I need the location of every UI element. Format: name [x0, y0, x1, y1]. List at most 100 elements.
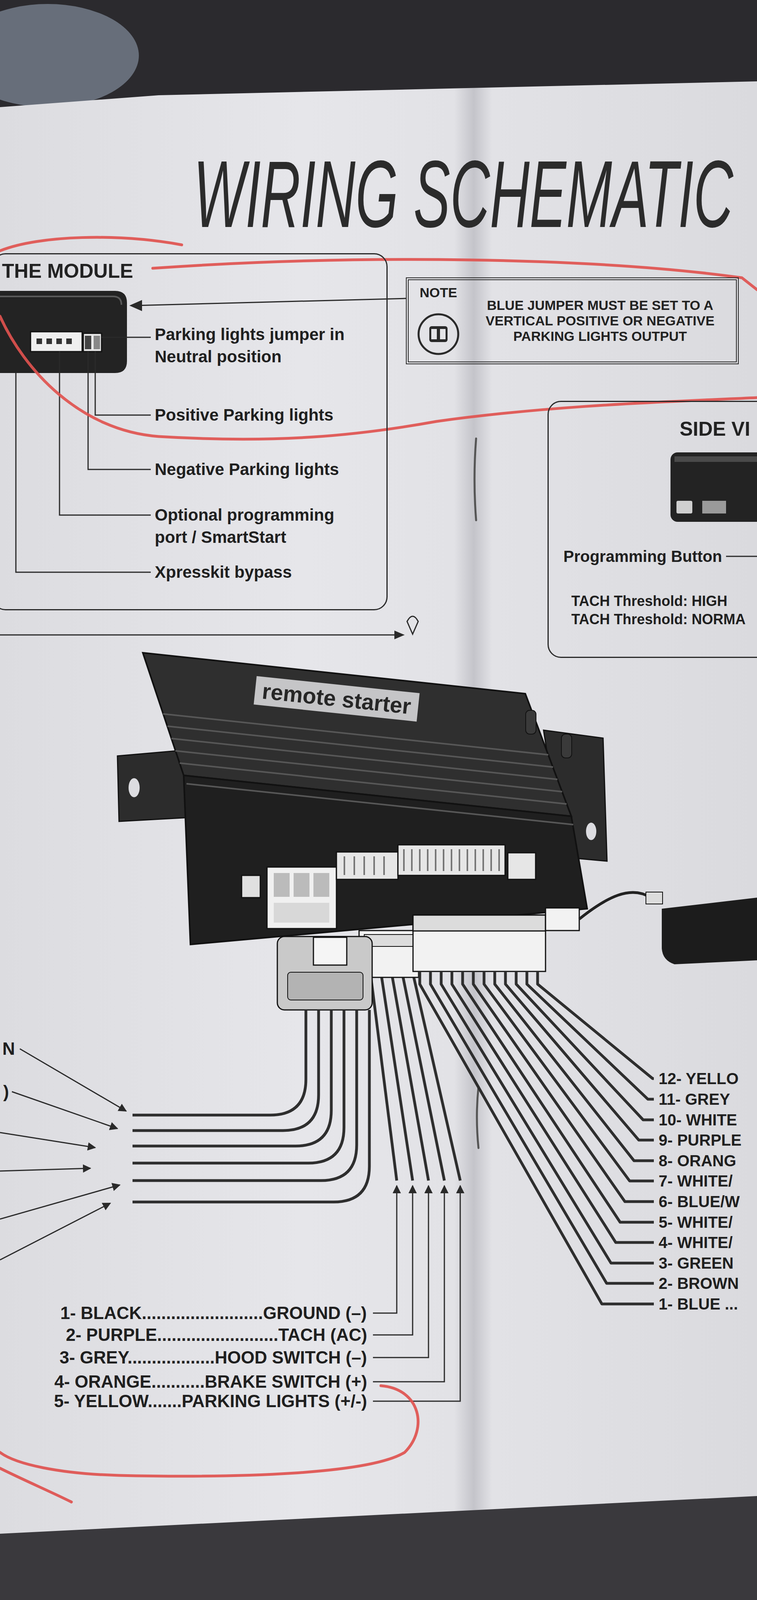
node-heading: THE MODULE: [1, 259, 387, 283]
remote-starter-module: [344, 856, 385, 875]
remote-starter-module: [267, 866, 337, 929]
connector-plug: [413, 914, 546, 972]
pointer-arrow: [0, 1168, 91, 1171]
red-marker-annotation: [0, 1467, 72, 1502]
module-top-view: [0, 290, 127, 373]
label-slot: Parking lights jumper in Neutral positio…: [154, 323, 369, 368]
connector-plug: [277, 936, 373, 1010]
wire: [494, 971, 654, 1161]
node-heading: NOTE: [408, 284, 469, 301]
remote-starter-module: [586, 822, 597, 840]
module-side-view: [676, 500, 693, 514]
note-jumper-icon: [418, 314, 459, 354]
note-heading-column: NOTE: [408, 280, 469, 362]
wire: [370, 977, 397, 1181]
remote-starter-module: [525, 710, 537, 734]
wire-function-label: 5- YELLOW.......PARKING LIGHTS (+/-): [53, 1391, 367, 1412]
leader-line: [134, 298, 406, 306]
module-top-view: [83, 333, 102, 352]
pointer-arrow: [372, 1185, 461, 1401]
note-jumper-icon: [418, 314, 459, 354]
label-slot: 1- BLACK.........................GROUND …: [60, 1302, 367, 1324]
label-slot: 10- WHITE: [658, 1110, 738, 1129]
wire: [132, 1009, 357, 1181]
module-top-view: [46, 338, 52, 344]
label-slot: 1- BLUE ...: [658, 1294, 738, 1313]
note-jumper-icon: [431, 328, 437, 340]
wire: [505, 971, 654, 1140]
label-slot: 3- GREEN: [658, 1253, 734, 1272]
module-top-view: [36, 338, 43, 344]
label-slot: Negative Parking lights: [154, 459, 339, 479]
connector-plug: [413, 891, 757, 972]
pointer-arrow: [0, 1184, 120, 1219]
label-slot: TACH Threshold: HIGH: [571, 592, 728, 610]
module-side-view: [674, 456, 757, 462]
part-label: TACH Threshold: HIGH: [571, 592, 728, 610]
module-side-view: [670, 452, 757, 522]
pointer-arrow: [372, 1185, 429, 1358]
remote-starter-module: [183, 775, 588, 945]
remote-starter-module: [273, 902, 330, 923]
node-body: BLUE JUMPER MUST BE SET TO A VERTICAL PO…: [471, 297, 729, 344]
module-top-view: [93, 335, 100, 350]
pointer-arrow: [372, 1185, 445, 1382]
connector-plug: [277, 930, 419, 1010]
label-slot: 11- GREY: [658, 1089, 731, 1109]
label-slot: TACH Threshold: NORMA: [571, 610, 746, 628]
arrowhead: [129, 299, 405, 640]
module-top-view: [0, 296, 122, 305]
pointer-arrow: [0, 1048, 461, 1401]
remote-starter-module: [561, 733, 572, 758]
label-slot: 4- ORANGE...........BRAKE SWITCH (+): [54, 1371, 367, 1392]
remote-starter-module: [507, 852, 536, 880]
wire: [419, 971, 654, 1304]
wire: [441, 971, 654, 1263]
label-slot: Positive Parking lights: [154, 405, 334, 425]
wire-label: 5- WHITE/: [658, 1212, 733, 1232]
module-top-view: [56, 338, 62, 344]
label-slot: 7- WHITE/: [658, 1171, 733, 1190]
label-slot: 12- YELLO: [658, 1069, 739, 1088]
remote-starter-module: [293, 872, 310, 897]
label-slot: 5- WHITE/: [658, 1212, 733, 1232]
part-label: Xpresskit bypass: [154, 562, 293, 582]
red-marker-annotation: [0, 1385, 419, 1476]
wire-label: 4- WHITE/: [658, 1233, 733, 1252]
label-slot: Xpresskit bypass: [154, 562, 293, 582]
module-top-view: [66, 338, 72, 344]
part-label: ): [3, 1081, 10, 1102]
wire: [370, 977, 461, 1181]
remote-starter-module: [241, 875, 261, 898]
wire-label: 3- GREEN: [658, 1253, 734, 1272]
leader-line: [15, 372, 151, 573]
wire-label: 10- WHITE: [658, 1110, 738, 1129]
wire: [132, 1009, 306, 1115]
label-slot: 6- BLUE/W: [658, 1192, 740, 1211]
remote-starter-module: [179, 762, 567, 804]
remote-starter-module: [128, 778, 140, 798]
module-top-view: [30, 331, 83, 352]
photo-background: [0, 3, 139, 108]
remote-starter-module: [397, 844, 506, 876]
arrowhead: [394, 630, 405, 640]
wire-function-label: 4- ORANGE...........BRAKE SWITCH (+): [54, 1371, 367, 1392]
part-label: Optional programming port / SmartStart: [154, 503, 369, 549]
pointer-arrow: [372, 1185, 413, 1335]
wire-function-label: 3- GREY..................HOOD SWITCH (–): [59, 1347, 367, 1368]
wire-label: 6- BLUE/W: [658, 1192, 740, 1211]
red-marker-annotation: [0, 237, 757, 1502]
remote-starter-module: [336, 851, 398, 880]
module-side-view: [702, 500, 727, 514]
leader-line: [407, 616, 419, 635]
node-heading: SIDE VI: [679, 417, 757, 441]
wire-label: 1- BLUE ...: [658, 1294, 738, 1313]
wire: [516, 971, 654, 1120]
remote-starter-module: [403, 849, 500, 871]
remote-starter-module: [117, 652, 608, 945]
part-label: Positive Parking lights: [154, 405, 334, 425]
wire-label: 8- ORANG: [658, 1151, 737, 1170]
arrowhead: [129, 299, 143, 312]
connector-plug: [661, 897, 757, 965]
